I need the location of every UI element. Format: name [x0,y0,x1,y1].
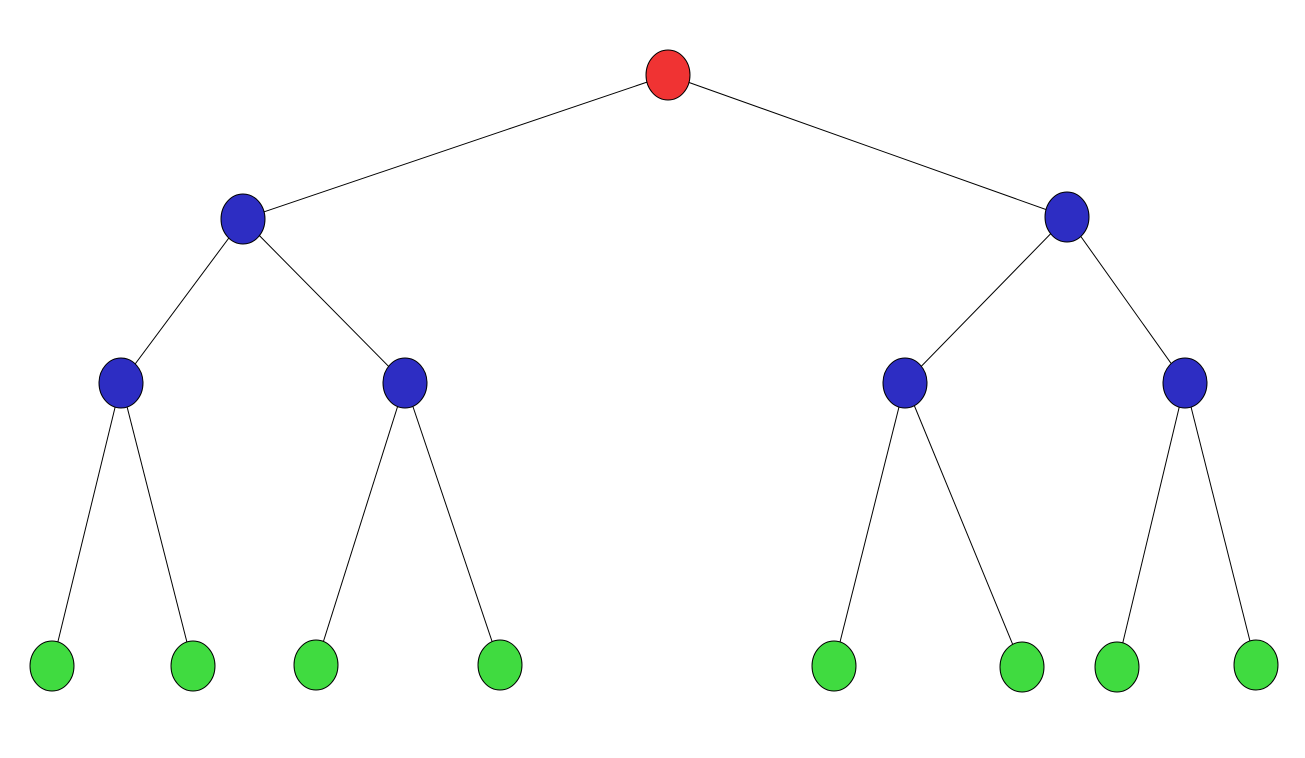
tree-node-leaf-leaf-6[interactable] [999,641,1045,693]
tree-edges-layer [51,74,1257,668]
tree-edge-n-LL-leaf-2 [120,382,194,667]
tree-node-internal-n-RR[interactable] [1162,357,1208,409]
tree-node-leaf-leaf-8[interactable] [1233,639,1279,691]
tree-node-leaf-leaf-7[interactable] [1094,641,1140,693]
tree-nodes-layer [29,49,1279,693]
tree-node-internal-n-LR[interactable] [382,357,428,409]
tree-node-leaf-leaf-2[interactable] [170,640,216,692]
tree-node-root-root[interactable] [645,49,691,101]
tree-edge-n-L-n-LL [120,218,244,384]
tree-edge-n-R-n-RL [904,216,1068,384]
tree-edge-n-RR-leaf-7 [1116,382,1186,668]
tree-edge-root-n-R [667,74,1068,218]
tree-node-internal-n-RL[interactable] [882,357,928,409]
tree-edge-n-LR-leaf-4 [404,382,501,666]
tree-edge-n-R-n-RR [1066,216,1186,384]
tree-edge-n-LR-leaf-3 [315,382,406,666]
tree-edge-root-n-L [242,74,669,220]
tree-edge-n-LL-leaf-1 [51,382,122,667]
tree-edge-n-RL-leaf-5 [833,382,906,667]
tree-node-internal-n-LL[interactable] [98,357,144,409]
tree-edge-n-RL-leaf-6 [904,382,1023,668]
tree-node-leaf-leaf-5[interactable] [811,640,857,692]
tree-node-leaf-leaf-3[interactable] [293,639,339,691]
tree-node-leaf-leaf-4[interactable] [477,639,523,691]
tree-node-internal-n-R[interactable] [1044,191,1090,243]
tree-node-internal-n-L[interactable] [220,193,266,245]
tree-node-leaf-leaf-1[interactable] [29,640,75,692]
tree-edge-n-L-n-LR [242,218,406,384]
tree-edge-n-RR-leaf-8 [1184,382,1257,666]
